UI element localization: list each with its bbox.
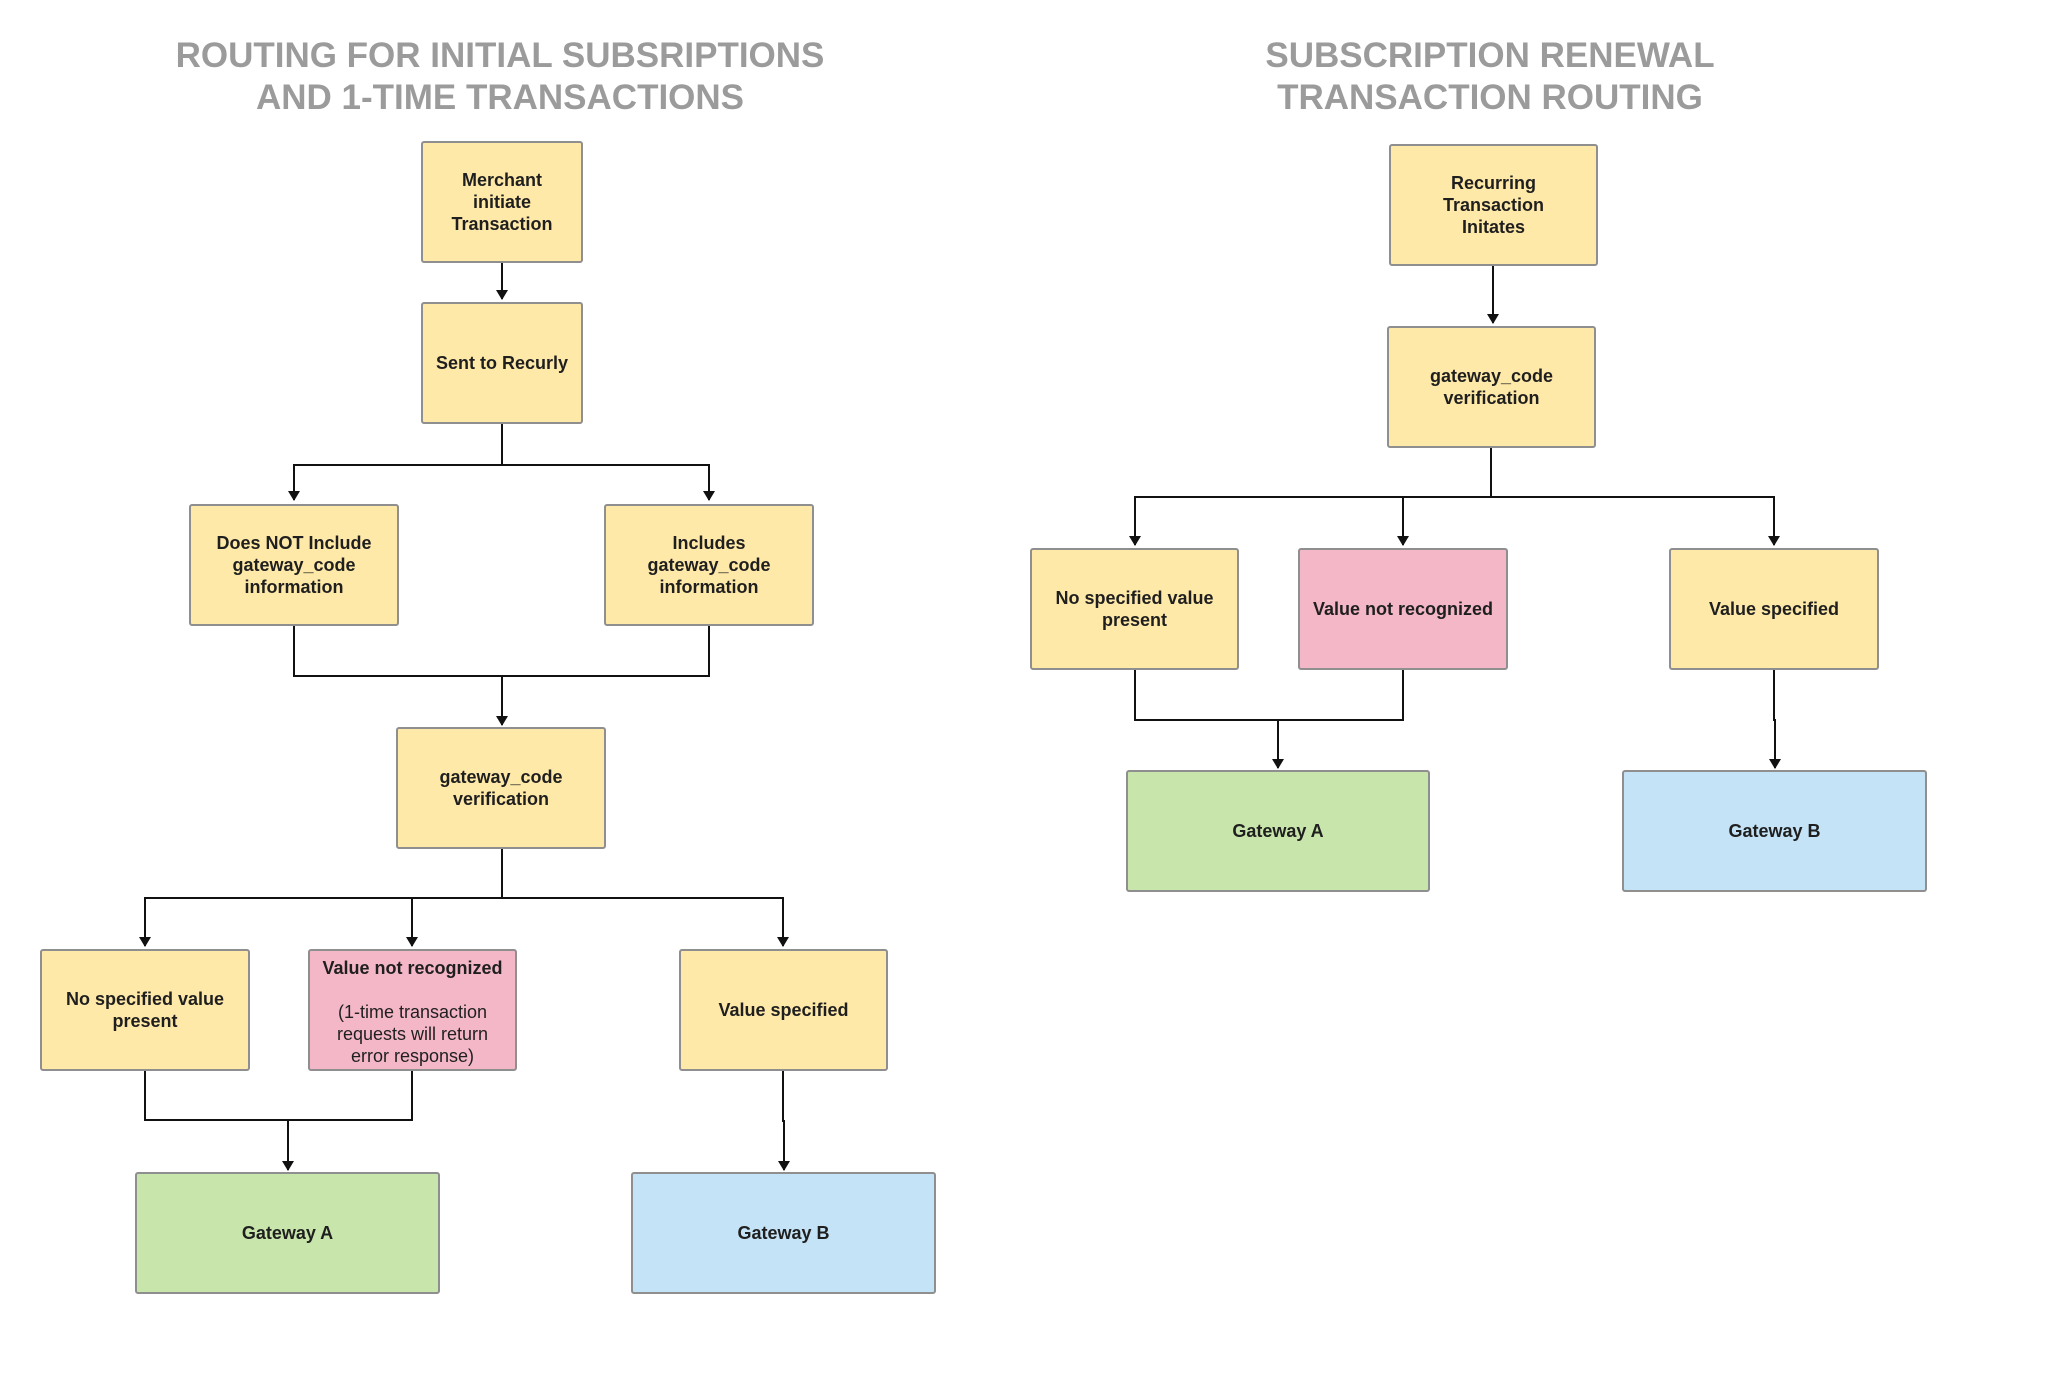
right-not-recognized-label: Value not recognized (1312, 599, 1494, 619)
does-not-include-node: Does NOT Include gateway_code informatio… (189, 504, 399, 626)
merchant-initiate-node: Merchant initiate Transaction (421, 141, 583, 263)
left-title-line-1: ROUTING FOR INITIAL SUBSRIPTIONS (175, 36, 825, 75)
does-not-include-label: Does NOT Include gateway_code informatio… (216, 533, 372, 597)
right-title-line-1: SUBSCRIPTION RENEWAL (1265, 36, 1715, 75)
left-verification-label: gateway_code verification (439, 767, 563, 809)
connector-sent-to-includes (502, 464, 715, 501)
left-verification-node: gateway_code verification (396, 727, 606, 849)
sent-to-recurly-label: Sent to Recurly (435, 353, 569, 373)
right-gateway-a-label: Gateway A (1232, 821, 1324, 841)
connector-right-to-value-specified (1403, 496, 1780, 546)
left-gateway-b-node: Gateway B (631, 1172, 936, 1294)
right-gateway-b-label: Gateway B (1728, 821, 1821, 841)
connector-sent-split (288, 424, 503, 501)
recurring-transaction-node: Recurring Transaction Initates (1389, 144, 1598, 266)
includes-label: Includes gateway_code information (647, 533, 771, 597)
right-value-specified-node: Value specified (1669, 548, 1879, 670)
recurring-transaction-label: Recurring Transaction Initates (1442, 173, 1545, 237)
left-not-recognized-node: Value not recognized (1-time transaction… (308, 949, 517, 1071)
left-gateway-b-label: Gateway B (737, 1223, 830, 1243)
left-title-line-2: AND 1-TIME TRANSACTIONS (255, 78, 745, 117)
left-gateway-a-node: Gateway A (135, 1172, 440, 1294)
right-verification-label: gateway_code verification (1429, 366, 1554, 408)
connector-verification-split (139, 848, 503, 947)
right-verification-node: gateway_code verification (1387, 326, 1596, 448)
connector-right-merge-to-gateway-a (1134, 670, 1404, 768)
left-no-value-node: No specified value present (40, 949, 250, 1071)
right-gateway-b-node: Gateway B (1622, 770, 1927, 892)
right-value-specified-label: Value specified (1708, 599, 1840, 619)
connector-to-value-specified (412, 897, 789, 947)
connector-specified-to-gateway-b (778, 1071, 790, 1171)
sent-to-recurly-node: Sent to Recurly (421, 302, 583, 424)
right-no-value-node: No specified value present (1030, 548, 1239, 670)
left-value-specified-label: Value specified (718, 1000, 849, 1020)
left-not-recognized-note: (1-time transaction requests will return… (336, 1002, 489, 1066)
right-diagram-title: SUBSCRIPTION RENEWAL TRANSACTION ROUTING (1040, 35, 1940, 119)
includes-node: Includes gateway_code information (604, 504, 814, 626)
right-title-line-2: TRANSACTION ROUTING (1277, 78, 1703, 117)
left-value-specified-node: Value specified (679, 949, 888, 1071)
left-not-recognized-label: Value not recognized (322, 958, 503, 978)
right-not-recognized-node: Value not recognized (1298, 548, 1508, 670)
right-gateway-a-node: Gateway A (1126, 770, 1430, 892)
left-no-value-label: No specified value present (65, 989, 225, 1031)
left-diagram-title: ROUTING FOR INITIAL SUBSRIPTIONS AND 1-T… (50, 35, 950, 119)
connector-right-to-not-recognized (1135, 496, 1409, 546)
right-no-value-label: No specified value present (1055, 588, 1214, 630)
left-gateway-a-label: Gateway A (241, 1223, 334, 1243)
merchant-initiate-label: Merchant initiate Transaction (451, 170, 553, 234)
connector-not-include-merge (293, 626, 710, 677)
connector-right-specified-to-gateway-b (1769, 670, 1781, 769)
connector-merge-to-gateway-a (144, 1071, 413, 1170)
